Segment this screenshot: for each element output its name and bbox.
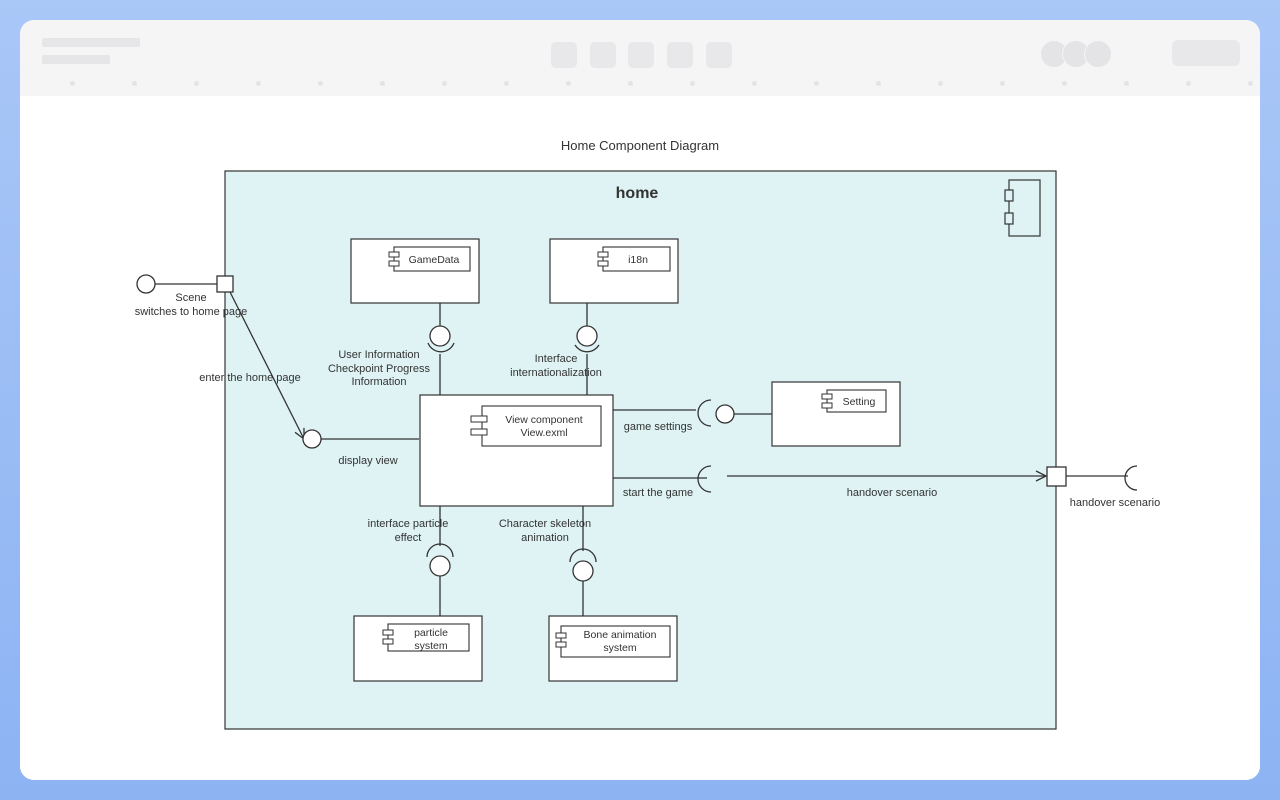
user-info-interface[interactable] xyxy=(427,303,455,395)
ruler-dot xyxy=(194,81,199,86)
ruler-dot xyxy=(132,81,137,86)
display-view-interface[interactable] xyxy=(302,429,419,449)
toolbar-button-4[interactable] xyxy=(667,42,693,68)
particle-effect-label-line2: effect xyxy=(395,532,422,544)
toolbar-subtitle-placeholder xyxy=(42,55,110,64)
gamedata-label: GameData xyxy=(409,254,460,266)
handover-outer-interface[interactable] xyxy=(1066,465,1138,491)
component-diagram: Home Component Diagram home GameData xyxy=(135,138,1161,730)
ruler-dot xyxy=(1186,81,1191,86)
internationalization-interface[interactable] xyxy=(574,303,600,395)
user-info-label-line3: Information xyxy=(351,376,406,388)
ruler-dot xyxy=(566,81,571,86)
ruler-dot xyxy=(752,81,757,86)
particle-effect-label-line1: interface particle xyxy=(368,518,449,530)
handover-port[interactable] xyxy=(1046,466,1067,487)
scene-port[interactable] xyxy=(216,275,234,293)
particle-system-component[interactable]: particle system xyxy=(353,615,483,682)
particle-label-line1: particle xyxy=(414,627,448,639)
enter-home-label: enter the home page xyxy=(199,372,301,384)
user-info-label-line2: Checkpoint Progress xyxy=(328,363,431,375)
toolbar-button-3[interactable] xyxy=(628,42,654,68)
enter-home-connector[interactable] xyxy=(229,291,304,439)
user-info-label-line1: User Information xyxy=(338,349,419,361)
scene-interface[interactable] xyxy=(136,274,217,294)
setting-component[interactable]: Setting xyxy=(771,381,901,447)
scene-label-line1: Scene xyxy=(175,292,206,304)
skeleton-animation-interface[interactable] xyxy=(569,506,597,616)
ruler-dot xyxy=(938,81,943,86)
ruler-dot xyxy=(442,81,447,86)
skeleton-label-line1: Character skeleton xyxy=(499,518,591,530)
gamedata-component[interactable]: GameData xyxy=(350,238,480,304)
setting-label: Setting xyxy=(843,396,876,408)
particle-label-line2: system xyxy=(414,640,448,652)
display-view-label: display view xyxy=(338,455,397,467)
toolbar-button-2[interactable] xyxy=(590,42,616,68)
bone-label-line1: Bone animation xyxy=(584,629,657,641)
ruler-dot xyxy=(1062,81,1067,86)
ruler-dot xyxy=(1124,81,1129,86)
toolbar-title-placeholder xyxy=(42,38,140,47)
i18n-component[interactable]: i18n xyxy=(549,238,679,304)
game-settings-label: game settings xyxy=(624,421,693,433)
home-package-label: home xyxy=(616,185,659,202)
iface-intl-label-line2: internationalization xyxy=(510,367,602,379)
diagram-title: Home Component Diagram xyxy=(561,138,719,153)
start-game-interface[interactable] xyxy=(613,465,712,493)
game-settings-interface[interactable] xyxy=(613,399,772,427)
scene-label-line2: switches to home page xyxy=(135,306,248,318)
view-label-line2: View.exml xyxy=(520,427,567,439)
ruler-dot xyxy=(876,81,881,86)
particle-effect-interface[interactable] xyxy=(426,506,454,616)
ruler-dot xyxy=(690,81,695,86)
diagram-canvas[interactable]: Home Component Diagram home GameData xyxy=(20,96,1260,780)
component-icon xyxy=(1004,179,1041,237)
ruler-dot xyxy=(628,81,633,86)
toolbar-button-1[interactable] xyxy=(551,42,577,68)
bone-animation-component[interactable]: Bone animation system xyxy=(548,615,678,682)
handover-inner-label: handover scenario xyxy=(847,487,938,499)
toolbar-button-5[interactable] xyxy=(706,42,732,68)
share-button[interactable] xyxy=(1172,40,1240,66)
ruler-dot xyxy=(1248,81,1253,86)
iface-intl-label-line1: Interface xyxy=(535,353,578,365)
ruler-dot xyxy=(504,81,509,86)
view-component[interactable]: View component View.exml xyxy=(419,394,614,507)
ruler-dot xyxy=(814,81,819,86)
ruler-dot xyxy=(1000,81,1005,86)
ruler-dot xyxy=(70,81,75,86)
start-game-label: start the game xyxy=(623,487,693,499)
ruler-dot xyxy=(318,81,323,86)
ruler-dot xyxy=(256,81,261,86)
ruler-dot xyxy=(380,81,385,86)
bone-label-line2: system xyxy=(603,642,637,654)
toolbar xyxy=(20,20,1260,96)
view-label-line1: View component xyxy=(505,414,583,426)
avatar[interactable] xyxy=(1084,40,1112,68)
handover-outer-label: handover scenario xyxy=(1070,497,1161,509)
editor-window: Home Component Diagram home GameData xyxy=(20,20,1260,780)
skeleton-label-line2: animation xyxy=(521,532,569,544)
i18n-label: i18n xyxy=(628,254,648,266)
